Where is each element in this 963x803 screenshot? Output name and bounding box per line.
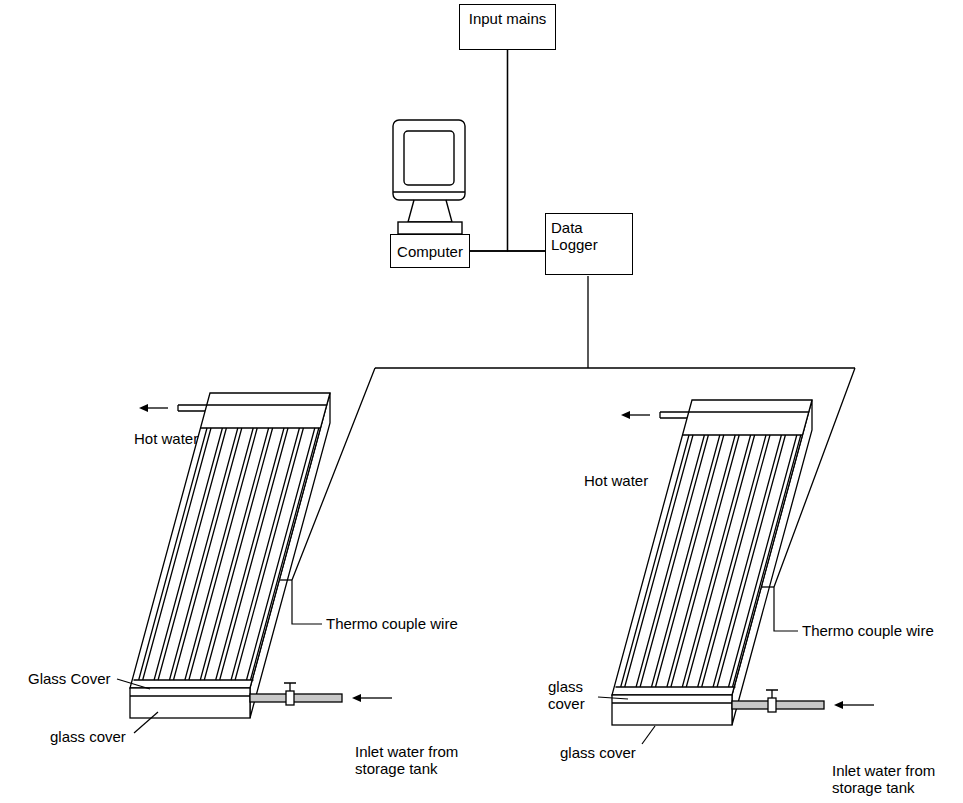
leader-line (117, 679, 150, 689)
part-label: Inlet water from storage tank (355, 743, 477, 777)
computer-monitor (393, 120, 465, 234)
part-label: glass cover (50, 728, 126, 745)
part-label: Inlet water from storage tank (832, 762, 954, 796)
leader-line (117, 580, 798, 744)
part-label: Thermo couple wire (802, 622, 934, 639)
computer-box: Computer (390, 234, 470, 268)
leader-line (774, 587, 798, 631)
leader-line (642, 726, 655, 744)
monitor-rim (393, 191, 465, 192)
connector-line (470, 50, 508, 251)
monitor-stand (408, 200, 452, 222)
logger-box: Data Logger (545, 213, 633, 275)
box-label: Input mains (469, 10, 547, 27)
power-box: Input mains (459, 4, 556, 50)
box-label: Computer (397, 243, 463, 260)
part-label: glass cover (548, 678, 594, 712)
part-label: Hot water (584, 472, 648, 489)
leader-line (598, 697, 628, 699)
monitor-screen (404, 131, 454, 185)
connector-line (470, 250, 545, 251)
computer-base (398, 222, 462, 234)
solar-collector (612, 400, 874, 725)
leader-line (292, 580, 322, 624)
leader-line (134, 712, 158, 733)
part-label: glass cover (560, 744, 636, 761)
part-label: Glass Cover (28, 670, 111, 687)
part-label: Thermo couple wire (326, 615, 458, 632)
solar-collector (130, 393, 392, 718)
part-label: Hot water (134, 430, 198, 447)
monitor-case (393, 120, 465, 200)
connector-line (508, 50, 546, 251)
box-label: Data Logger (551, 219, 611, 253)
